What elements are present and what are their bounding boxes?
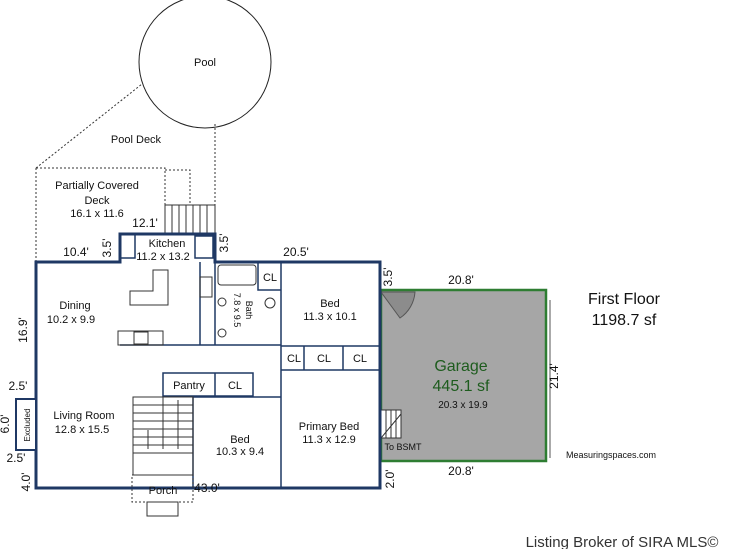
bath-name: Bath — [244, 301, 254, 320]
dim-label: 20.5' — [283, 245, 309, 259]
dim-label: 43.0' — [194, 481, 220, 495]
kitchen-name: Kitchen — [149, 238, 186, 250]
closet-label: CL — [353, 353, 367, 365]
garage-door-swing — [380, 291, 416, 319]
basement-label: To BSMT — [384, 442, 422, 452]
living-size: 12.8 x 15.5 — [55, 424, 109, 436]
deck-label: Partially Covered — [55, 180, 139, 192]
dim-label: 21.4' — [547, 363, 561, 389]
garage-label: Garage — [434, 358, 487, 375]
bath-size: 7.8 x 9.5 — [232, 293, 242, 328]
deck-size: 16.1 x 11.6 — [70, 208, 124, 220]
floor-title: First Floor — [588, 291, 661, 308]
pantry-name: Pantry — [173, 380, 205, 392]
floor-area: 1198.7 sf — [592, 312, 657, 329]
toilet — [264, 297, 276, 309]
garage-size: 20.3 x 19.9 — [438, 400, 488, 411]
dim-label: 4.0' — [19, 473, 33, 492]
dim-label: 20.8' — [448, 464, 474, 478]
deck-label-2: Deck — [84, 195, 110, 207]
garage-area — [379, 288, 548, 463]
kitchen-size: 11.2 x 13.2 — [136, 251, 190, 263]
porch-label: Porch — [149, 485, 178, 497]
dim-label: 3.5' — [381, 268, 395, 287]
living-name: Living Room — [53, 410, 114, 422]
broker-credit: Listing Broker of SIRA MLS© — [526, 534, 719, 549]
bed1-size: 11.3 x 10.1 — [303, 311, 357, 323]
dim-label: 6.0' — [0, 415, 12, 434]
excluded-area — [15, 398, 37, 451]
stove — [133, 331, 149, 345]
pool-deck-outline — [35, 83, 216, 205]
porch-steps — [146, 501, 179, 517]
closet-label: CL — [317, 353, 331, 365]
pool-label: Pool — [194, 57, 216, 69]
dim-label: 20.8' — [448, 273, 474, 287]
interior-stairs[interactable] — [132, 396, 194, 476]
deck-outline — [35, 167, 191, 262]
pool-deck-label: Pool Deck — [111, 134, 162, 146]
deck-stairs — [164, 204, 216, 234]
closet-label: CL — [228, 380, 242, 392]
dim-label: 3.5' — [217, 234, 231, 253]
interior-walls — [120, 234, 380, 488]
bed2-size: 10.3 x 9.4 — [216, 446, 264, 458]
dim-label: 16.9' — [16, 317, 30, 343]
kitchen-counter — [117, 330, 164, 346]
pool-shape — [138, 0, 272, 129]
dim-label: 10.4' — [63, 245, 89, 259]
sink-icon — [217, 297, 227, 307]
bathtub — [217, 264, 257, 286]
primary-name: Primary Bed — [299, 421, 360, 433]
bed2-name: Bed — [230, 434, 250, 446]
dining-size: 10.2 x 9.9 — [47, 314, 95, 326]
garage-area-label: 445.1 sf — [433, 378, 490, 395]
kitchen-sink — [199, 276, 213, 298]
bed1-name: Bed — [320, 298, 340, 310]
closet-label: CL — [287, 353, 301, 365]
basement-stairs[interactable] — [380, 409, 402, 439]
dim-label: 2.0' — [383, 470, 397, 489]
kitchen-island — [129, 269, 169, 306]
dim-label: 2.5' — [7, 451, 26, 465]
sink-icon — [217, 328, 227, 338]
closet-label: CL — [263, 272, 277, 284]
measurer-credit: Measuringspaces.com — [566, 450, 656, 460]
dim-label: 12.1' — [132, 216, 158, 230]
dining-name: Dining — [59, 300, 90, 312]
dim-label: 2.5' — [9, 379, 28, 393]
primary-size: 11.3 x 12.9 — [302, 434, 356, 446]
excluded-label: Excluded — [23, 409, 32, 442]
dim-label: 3.5' — [100, 239, 114, 258]
